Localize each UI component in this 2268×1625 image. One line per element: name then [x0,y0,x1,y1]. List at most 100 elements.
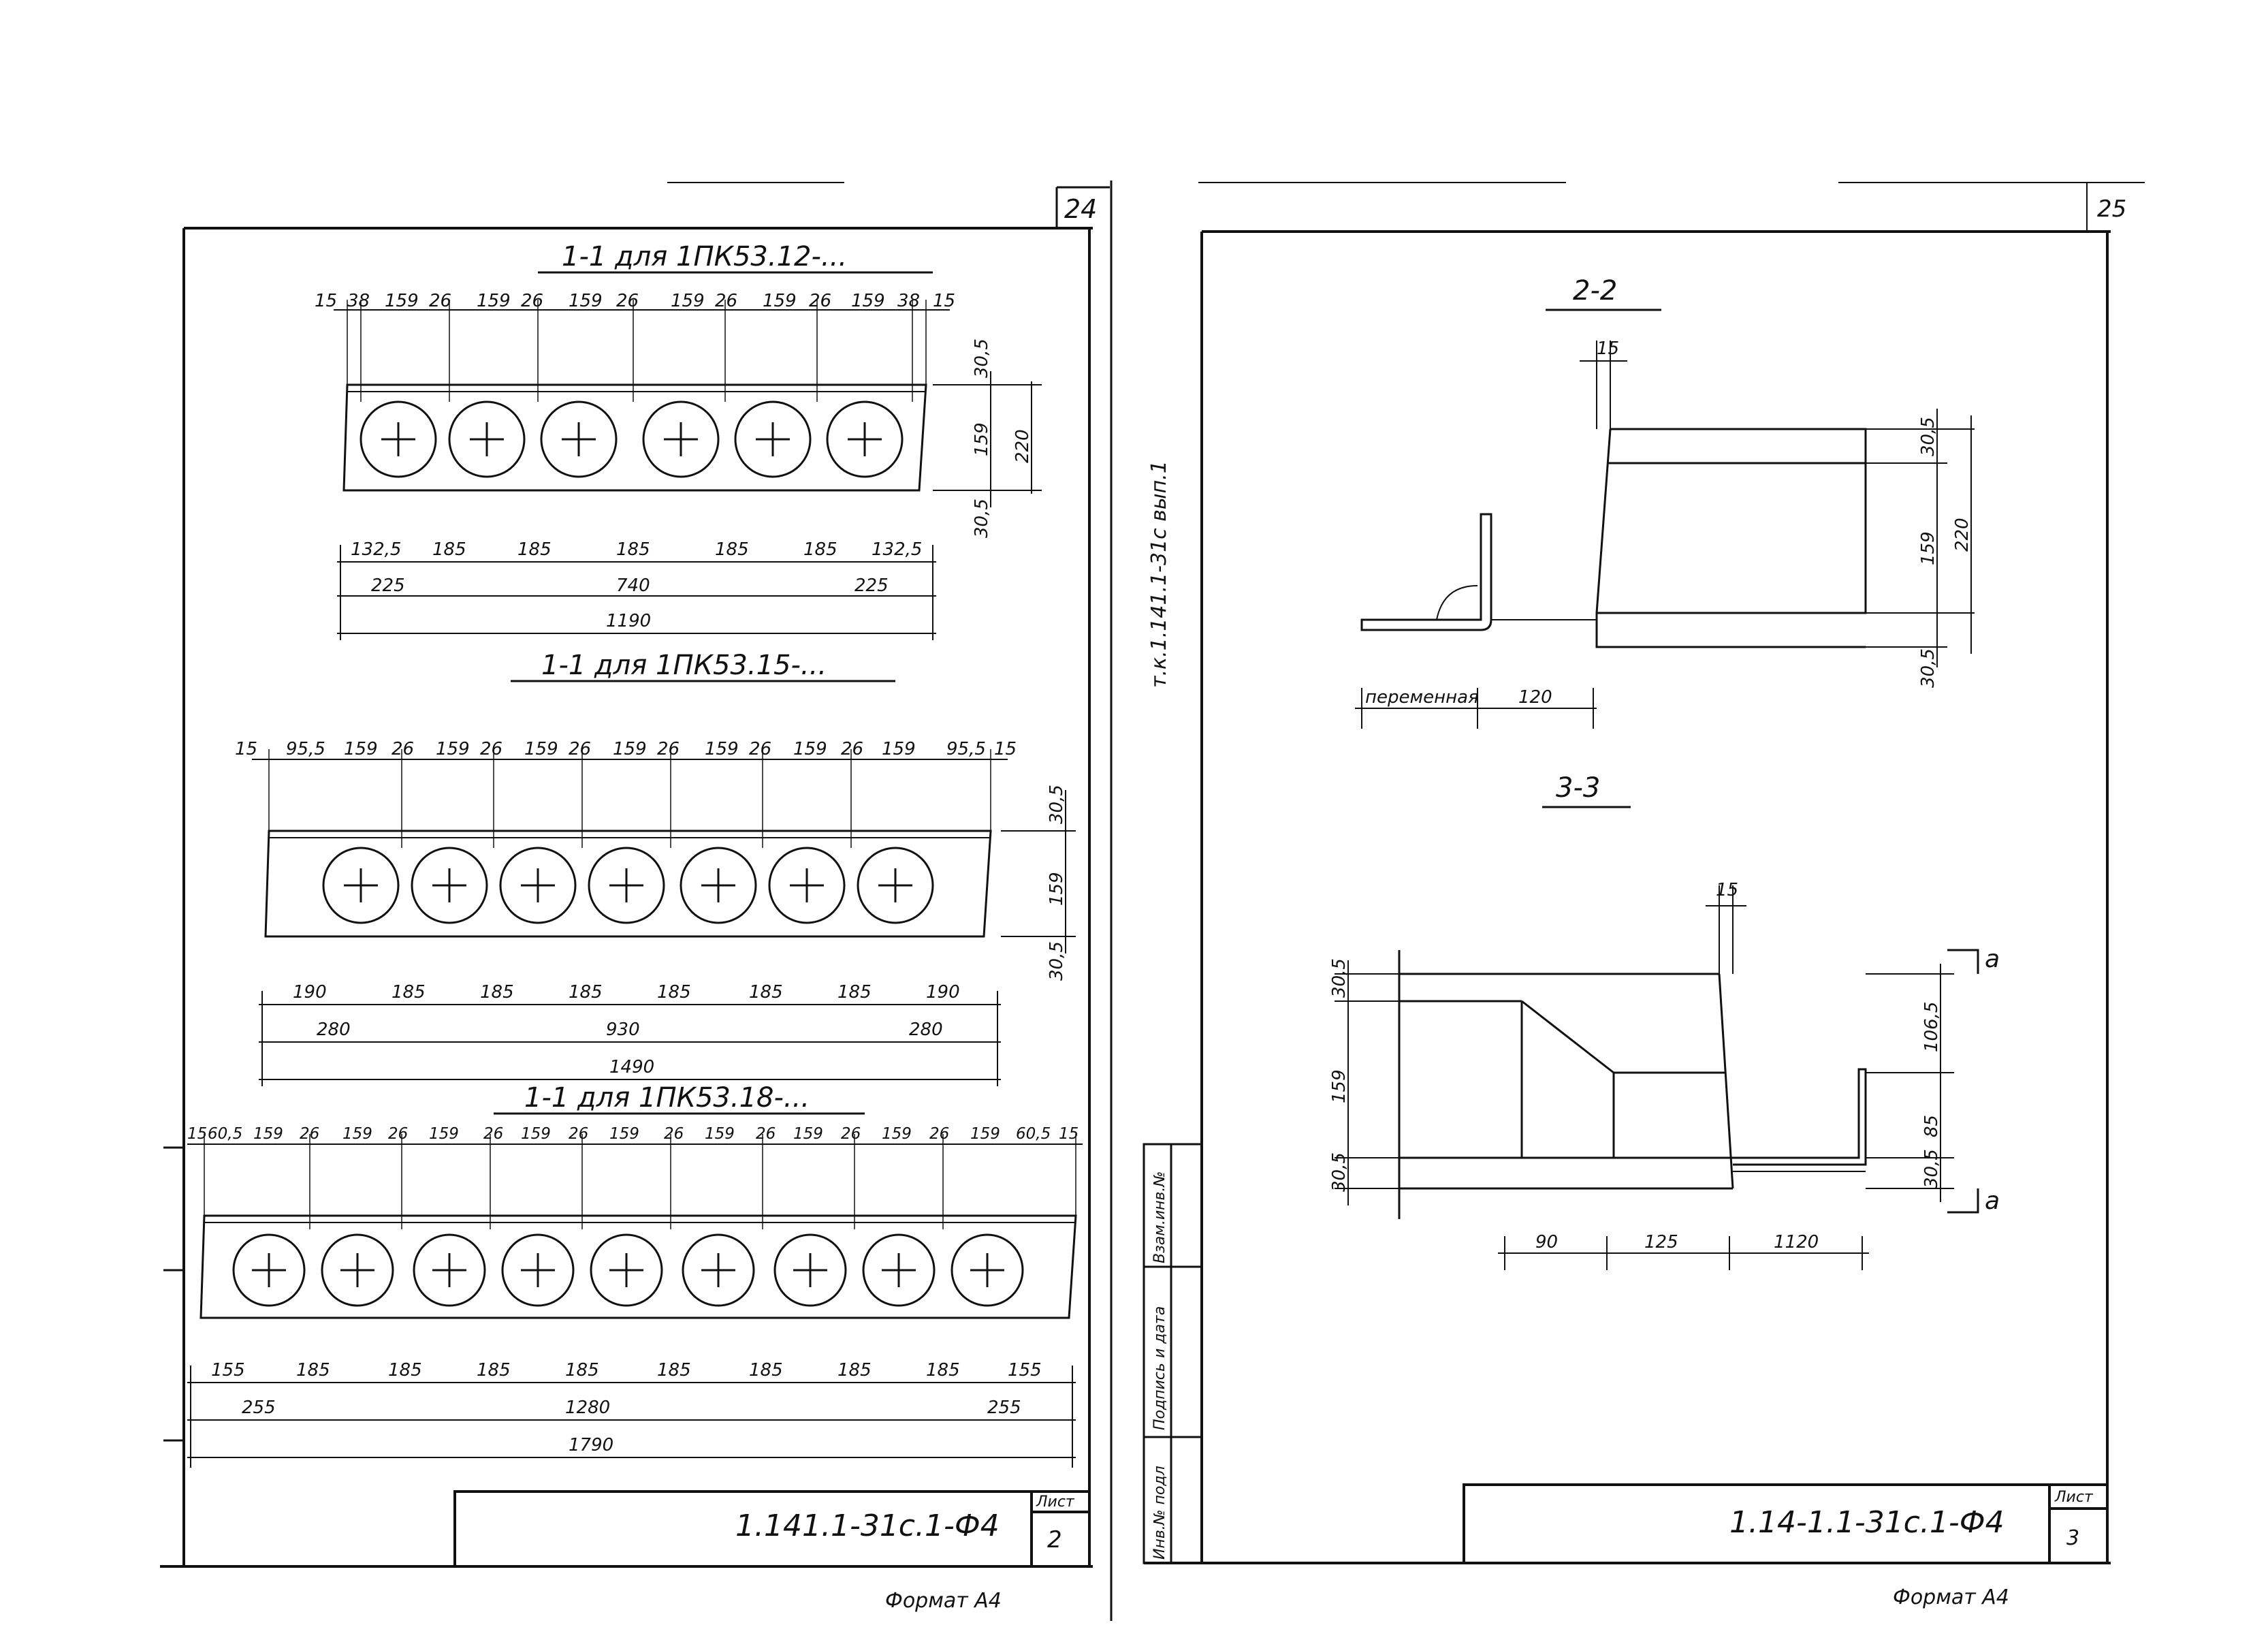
dim: 125 [1644,1232,1678,1252]
dim: 159 [569,291,603,311]
right-page-number: 25 [2097,195,2126,223]
dim: 280 [317,1020,351,1040]
dim: 60,5 [208,1125,242,1143]
dim: 225 [855,575,889,596]
right-title-block [1463,1483,2109,1564]
right-stamp-code: 1.14-1.1-31с.1-Ф4 [1729,1505,2005,1540]
dim: 38 [897,291,920,311]
dim: 26 [429,291,451,311]
section-title-1pk53-18: 1-1 для 1ПК53.18-... [524,1082,810,1114]
dim: 26 [809,291,831,311]
dim: 185 [296,1360,330,1381]
dim: 185 [432,539,466,560]
side-dim: 30,5 [972,338,992,378]
dim: 15 [1597,338,1619,359]
dim: 120 [1518,687,1552,708]
dim: 255 [242,1398,276,1418]
dim: 95,5 [946,739,986,759]
side-dim: 220 [1952,518,1972,552]
section-title-2-2: 2-2 [1573,275,1617,306]
side-dim: 85 [1921,1115,1942,1137]
dim: 159 [763,291,797,311]
dim: 26 [388,1125,408,1143]
dim: 26 [657,739,680,759]
dim: 159 [429,1125,459,1143]
hollow-cores [360,400,904,478]
cut-label: а [1985,1187,2000,1215]
dim: 159 [705,1125,735,1143]
slab-outline [199,1214,1077,1319]
dim: 185 [480,982,514,1003]
dim: 159 [671,291,705,311]
dim: 1190 [606,611,651,631]
dim: 185 [569,982,603,1003]
slab-end-profile [1595,428,1867,648]
section-title-1pk53-12: 1-1 для 1ПК53.12-... [562,241,847,272]
dim: 185 [749,1360,783,1381]
side-dim: 30,5 [1918,648,1938,688]
dim: 15 [994,739,1017,759]
section-title-3-3: 3-3 [1556,772,1600,804]
slab-outline [342,383,927,492]
dim: 185 [477,1360,511,1381]
dim: 159 [793,739,827,759]
left-sheet-label: Лист [1036,1494,1075,1511]
dim: 159 [477,291,511,311]
right-sheet-number: 3 [2066,1526,2079,1550]
dim: 159 [882,1125,912,1143]
dim: 15 [933,291,955,311]
binding-field: Взам.инв.№ [1151,1171,1168,1263]
dim: 159 [882,739,916,759]
dim: 15 [315,291,337,311]
margin-ticks [163,1146,184,1442]
dim: 185 [926,1360,960,1381]
dim: 132,5 [351,539,401,560]
dim: 740 [616,575,650,596]
dim: 185 [657,1360,691,1381]
dim: 1490 [609,1057,654,1077]
dim: 159 [253,1125,283,1143]
side-dim: 30,5 [1047,785,1067,824]
hollow-cores [322,847,934,924]
section-2-2: 2-2 15 30,5 159 220 30,5 [1355,275,1975,729]
dim: 1280 [565,1398,610,1418]
dim: 930 [606,1020,640,1040]
dim: 26 [756,1125,776,1143]
dim: 26 [929,1125,949,1143]
dim: 1120 [1774,1232,1819,1252]
side-dim: 30,5 [1921,1149,1942,1188]
dim: 26 [483,1125,503,1143]
dim: 159 [609,1125,639,1143]
dim: 159 [851,291,885,311]
dim: 95,5 [286,739,325,759]
dim: 26 [616,291,639,311]
dim: 132,5 [872,539,922,560]
left-stamp-code: 1.141.1-31с.1-Ф4 [735,1509,1000,1543]
dim: 190 [926,982,960,1003]
dim: 159 [970,1125,1000,1143]
dim: 185 [715,539,749,560]
slab-outline [264,830,992,938]
dim: 225 [371,575,405,596]
dim: 26 [569,739,591,759]
left-title-block [453,1490,1091,1568]
side-dim: 30,5 [1329,1152,1349,1192]
dim: 26 [749,739,771,759]
dim: 185 [749,982,783,1003]
dim: 159 [613,739,647,759]
left-sheet-number: 2 [1047,1526,1062,1553]
dim: 185 [392,982,426,1003]
dim: переменная [1365,687,1479,708]
dim: 26 [521,291,543,311]
side-dim: 30,5 [972,499,992,538]
section-1pk53-18: 1-1 для 1ПК53.18-... 15 60,5 159 26 159 … [187,1082,1083,1468]
dim: 38 [347,291,370,311]
side-dim: 106,5 [1921,1002,1942,1052]
dim: 26 [392,739,414,759]
dim: 26 [841,739,863,759]
section-1pk53-15: 1-1 для 1ПК53.15-... 15 95,5 159 26 159 … [235,650,1076,1086]
side-dim: 30,5 [1047,941,1067,981]
dim: 185 [565,1360,599,1381]
dim: 159 [793,1125,823,1143]
dim: 185 [837,982,872,1003]
